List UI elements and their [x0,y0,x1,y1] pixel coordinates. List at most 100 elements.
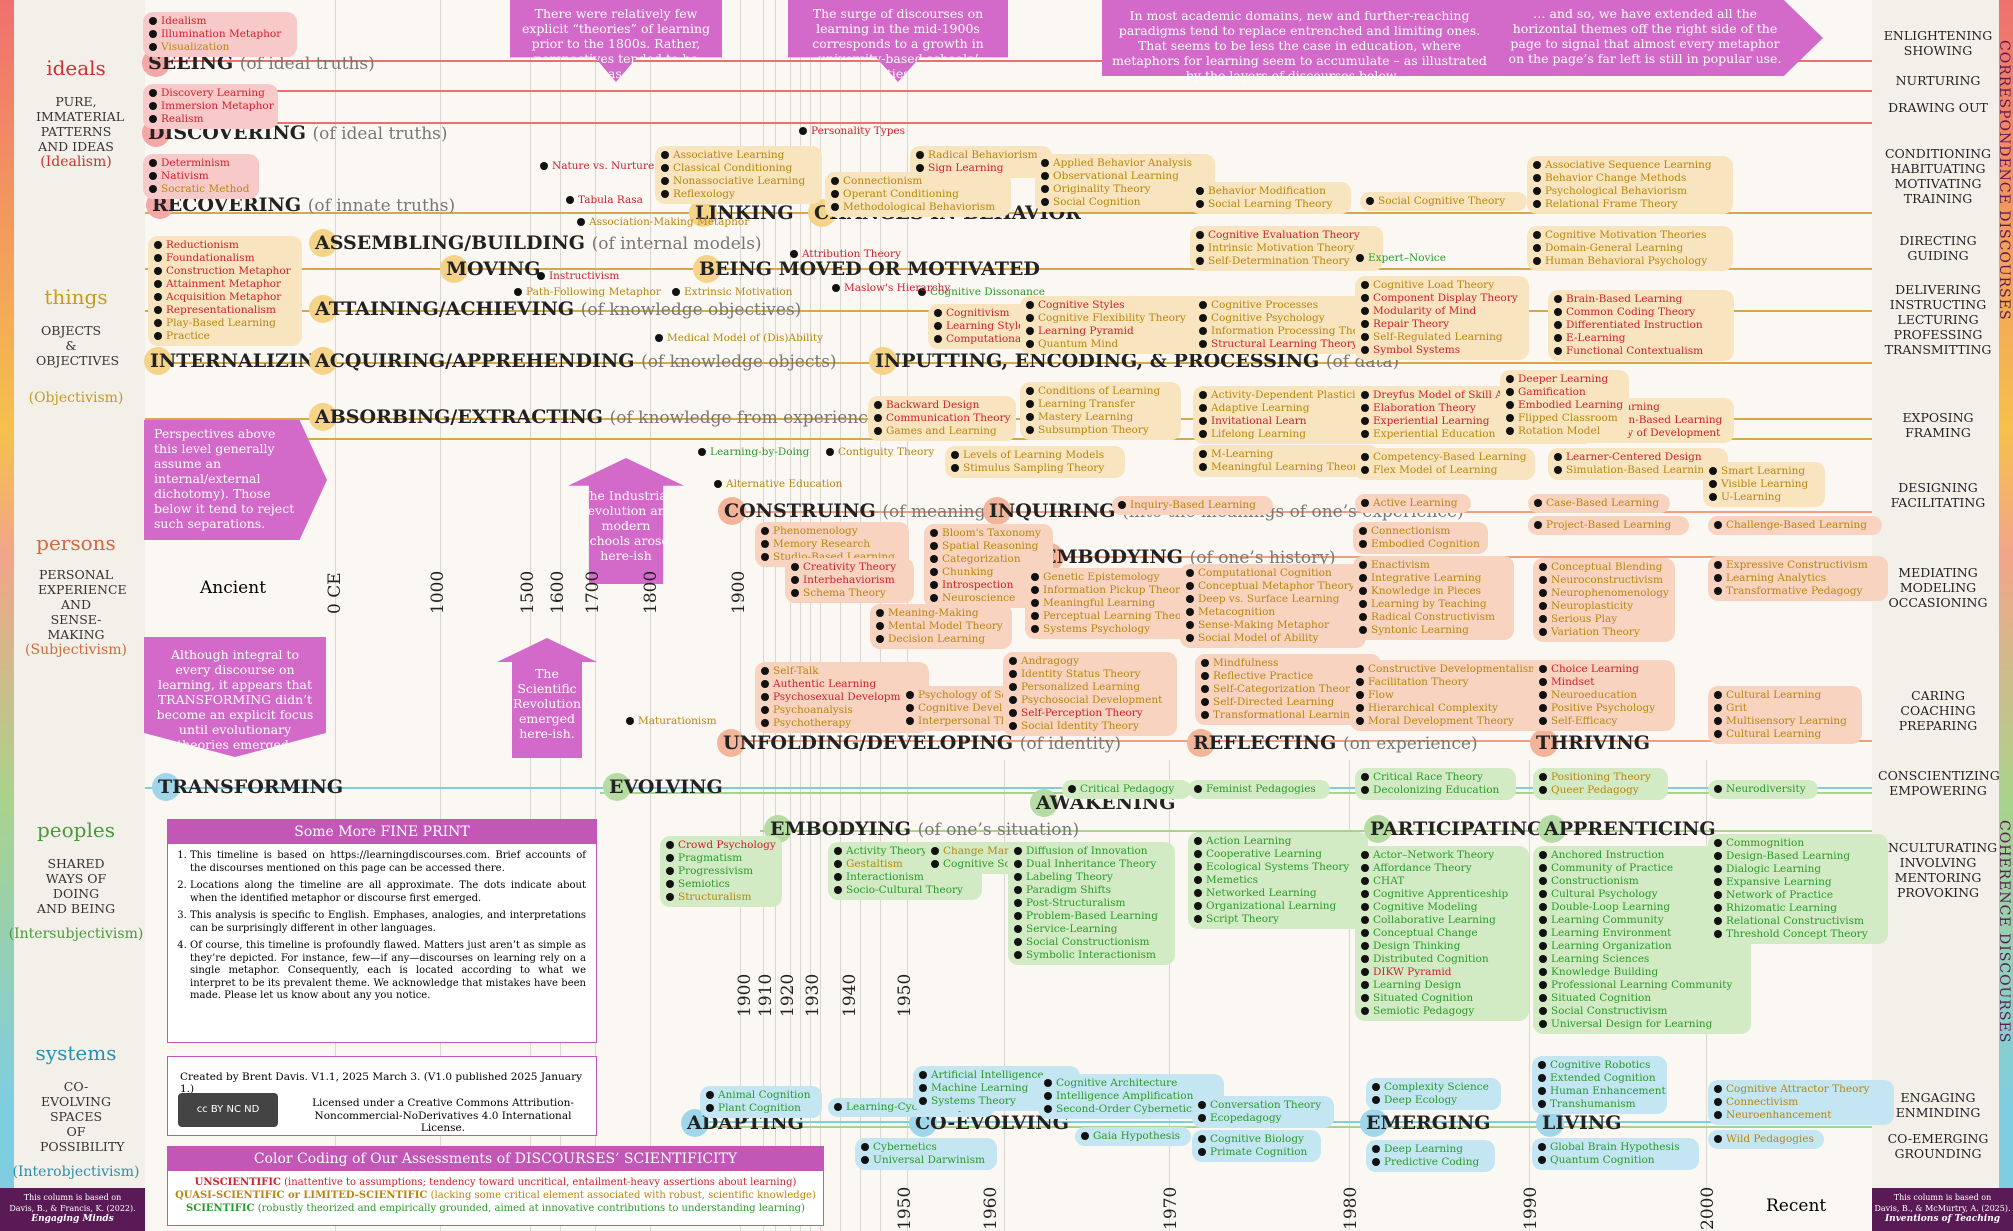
discourse-item[interactable]: Competency-Based Learning [1361,451,1527,464]
discourse-item[interactable]: Decision Learning [876,633,985,646]
discourse-item[interactable]: Gaia Hypothesis [1081,1130,1180,1143]
discourse-item[interactable]: Cognitive Robotics [1538,1059,1650,1072]
discourse-item[interactable]: Enactivism [1359,559,1430,572]
discourse-item[interactable]: Identity Status Theory [1009,668,1141,681]
discourse-item[interactable]: Embodied Learning [1506,399,1623,412]
discourse-item[interactable]: Learner-Centered Design [1554,451,1702,464]
discourse-item[interactable]: Domain-General Learning [1533,242,1683,255]
discourse-item[interactable]: Variation Theory [1539,626,1640,639]
discourse-item[interactable]: Instructivism [537,270,619,283]
discourse-item[interactable]: Serious Play [1539,613,1617,626]
discourse-item[interactable]: Critical Pedagogy [1068,783,1174,796]
discourse-item[interactable]: Interactionism [834,871,924,884]
discourse-item[interactable]: Meaningful Learning [1031,597,1155,610]
discourse-item[interactable]: Case-Based Learning [1534,497,1659,510]
discourse-item[interactable]: Actor–Network Theory [1361,849,1494,862]
discourse-item[interactable]: Levels of Learning Models [951,449,1104,462]
discourse-item[interactable]: Behavior Change Methods [1533,172,1686,185]
discourse-item[interactable]: Categorization [930,553,1021,566]
discourse-item[interactable]: Gestaltism [834,858,903,871]
discourse-item[interactable]: Brain-Based Learning [1554,293,1682,306]
discourse-item[interactable]: Flow [1356,689,1394,702]
discourse-item[interactable]: Transformative Pedagogy [1714,585,1862,598]
discourse-item[interactable]: Path-Following Metaphor [514,286,661,299]
discourse-item[interactable]: Component Display Theory [1361,292,1518,305]
discourse-item[interactable]: Authentic Learning [761,678,876,691]
discourse-item[interactable]: Positive Psychology [1539,702,1655,715]
discourse-item[interactable]: Self-Categorization Theory [1201,683,1356,696]
discourse-item[interactable]: Computational Cognition [1186,567,1332,580]
discourse-item[interactable]: DIKW Pyramid [1361,966,1451,979]
discourse-item[interactable]: Cognitive Biology [1198,1133,1304,1146]
discourse-item[interactable]: Mental Model Theory [876,620,1003,633]
discourse-item[interactable]: Diffusion of Innovation [1014,845,1148,858]
discourse-item[interactable]: Functional Contextualism [1554,345,1703,358]
discourse-item[interactable]: Human Enhancement [1538,1085,1666,1098]
discourse-item[interactable]: Threshold Concept Theory [1714,928,1868,941]
discourse-item[interactable]: Computationalism [934,333,1043,346]
discourse-item[interactable]: Illumination Metaphor [149,28,281,41]
discourse-item[interactable]: Organizational Learning [1194,900,1336,913]
discourse-item[interactable]: Human Behavioral Psychology [1533,255,1707,268]
discourse-item[interactable]: Social Identity Theory [1009,720,1139,733]
discourse-item[interactable]: Quantum Mind [1026,338,1118,351]
discourse-item[interactable]: Modularity of Mind [1361,305,1476,318]
discourse-item[interactable]: Elaboration Theory [1361,402,1476,415]
discourse-item[interactable]: Memory Research [761,538,870,551]
discourse-item[interactable]: Cognitive Styles [1026,299,1125,312]
discourse-item[interactable]: Challenge-Based Learning [1714,519,1867,532]
discourse-item[interactable]: Paradigm Shifts [1014,884,1111,897]
discourse-item[interactable]: Experiential Education [1361,428,1495,441]
discourse-item[interactable]: Facilitation Theory [1356,676,1469,689]
discourse-item[interactable]: Moral Development Theory [1356,715,1514,728]
discourse-item[interactable]: Methodological Behaviorism [831,201,995,214]
discourse-item[interactable]: Genetic Epistemology [1031,571,1160,584]
discourse-item[interactable]: Associative Learning [661,149,784,162]
discourse-item[interactable]: Games and Learning [874,425,997,438]
discourse-item[interactable]: Systems Theory [919,1095,1016,1108]
discourse-item[interactable]: Realism [149,113,203,126]
discourse-item[interactable]: Systems Psychology [1031,623,1150,636]
discourse-item[interactable]: Universal Darwinism [861,1154,985,1167]
discourse-item[interactable]: Interpersonal Theory [906,715,1031,728]
discourse-item[interactable]: Feminist Pedagogies [1194,783,1316,796]
discourse-item[interactable]: Psychosocial Development [1009,694,1162,707]
discourse-item[interactable]: Social Learning Theory [1196,198,1332,211]
discourse-item[interactable]: Inquiry-Based Learning [1118,499,1256,512]
discourse-item[interactable]: Behavior Modification [1196,185,1326,198]
discourse-item[interactable]: Maturationism [626,715,717,728]
discourse-item[interactable]: Machine Learning [919,1082,1028,1095]
discourse-item[interactable]: Active Learning [1361,497,1458,510]
discourse-item[interactable]: Distributed Cognition [1361,953,1489,966]
discourse-item[interactable]: Applied Behavior Analysis [1041,157,1192,170]
discourse-item[interactable]: Adaptive Learning [1199,402,1309,415]
discourse-item[interactable]: Constructionism [1539,875,1639,888]
discourse-item[interactable]: Dual Inheritance Theory [1014,858,1156,871]
discourse-item[interactable]: Repair Theory [1361,318,1449,331]
discourse-item[interactable]: Cognitive Apprenticeship [1361,888,1508,901]
discourse-item[interactable]: Learning Design [1361,979,1461,992]
discourse-item[interactable]: Simulation-Based Learning [1554,464,1711,477]
discourse-item[interactable]: Transformational Learning [1201,709,1357,722]
discourse-item[interactable]: Neuroconstructivism [1539,574,1663,587]
discourse-item[interactable]: Extended Cognition [1538,1072,1656,1085]
discourse-item[interactable]: Symbolic Interactionism [1014,949,1156,962]
discourse-item[interactable]: Socratic Method [149,183,249,196]
discourse-item[interactable]: Construction Metaphor [154,265,291,278]
discourse-item[interactable]: Information Pickup Theory [1031,584,1186,597]
discourse-item[interactable]: CHAT [1361,875,1404,888]
discourse-item[interactable]: Ecological Systems Theory [1194,861,1349,874]
discourse-item[interactable]: Phenomenology [761,525,858,538]
discourse-item[interactable]: Common Coding Theory [1554,306,1695,319]
discourse-item[interactable]: Conceptual Metaphor Theory [1186,580,1355,593]
discourse-item[interactable]: Action Learning [1194,835,1292,848]
discourse-item[interactable]: Anchored Instruction [1539,849,1664,862]
discourse-item[interactable]: Invitational Learn [1199,415,1307,428]
discourse-item[interactable]: Cognitivism [934,307,1009,320]
discourse-item[interactable]: Expressive Constructivism [1714,559,1868,572]
discourse-item[interactable]: Operant Conditioning [831,188,959,201]
discourse-item[interactable]: Metacognition [1186,606,1275,619]
discourse-item[interactable]: Radical Constructivism [1359,611,1495,624]
discourse-item[interactable]: Deep Ecology [1372,1094,1457,1107]
discourse-item[interactable]: Nonassociative Learning [661,175,805,188]
